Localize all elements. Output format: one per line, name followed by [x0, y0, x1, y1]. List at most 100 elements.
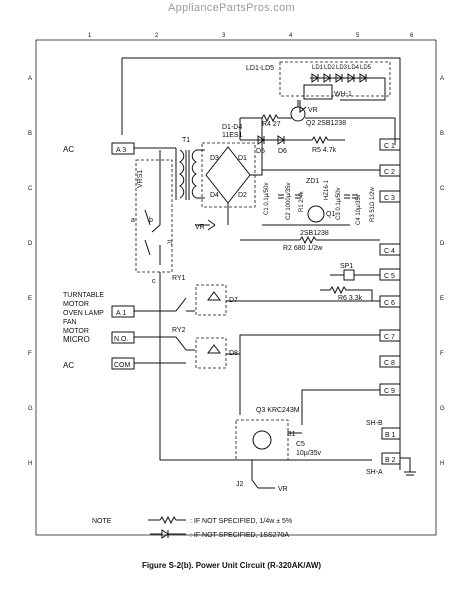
- r2-label: R2 680 1/2w: [283, 245, 323, 252]
- zd1-label: ZD1: [306, 178, 319, 185]
- led1-icon: [311, 73, 319, 83]
- terminal-b2-label: B 2: [385, 457, 396, 464]
- terminal-c6-label: C 6: [384, 300, 395, 307]
- vr-label-top: VR: [308, 107, 318, 114]
- terminal-a1-label-3: OVEN LAMP: [63, 310, 104, 317]
- terminal-a3-label: AC: [63, 145, 74, 154]
- c5-value: 10µ/35v: [296, 450, 322, 457]
- led3-icon: [335, 73, 343, 83]
- sh-b-label: SH-B: [366, 420, 383, 427]
- switch-b-label: b: [149, 217, 153, 224]
- bridge-label: D1-D4: [222, 124, 242, 131]
- note-line-1: : IF NOT SPECIFIED, 1/4w ± 5%: [190, 518, 292, 525]
- ry2-contact: [134, 336, 195, 364]
- ruler-letter-h-right: H: [440, 461, 444, 467]
- rail-wires: [262, 169, 380, 226]
- terminal-c1-label: C 1: [384, 143, 395, 150]
- j2-wires: [251, 460, 275, 489]
- led-bank: LD1-LD5 LD1 LD2 LD3 LD4 LD5 WH-1 VR: [246, 61, 391, 114]
- terminal-a1-label-2: MOTOR: [63, 301, 89, 308]
- q1-label: Q1: [326, 211, 335, 218]
- left-terminals: A 3 AC A 1 TURNTABLE MOTOR OVEN LAMP FAN…: [63, 142, 135, 370]
- terminal-a1-label-5: MOTOR: [63, 328, 89, 335]
- ruler-letter-f: F: [28, 351, 32, 357]
- ruler-letter-g-right: G: [440, 406, 445, 412]
- q3-transistor-icon: [252, 430, 272, 450]
- figure-caption: Figure S-2(b). Power Unit Circuit (R-320…: [142, 561, 321, 570]
- led-panel-outline: [279, 61, 391, 97]
- terminal-c3-label: C 3: [384, 195, 395, 202]
- led4-icon: [347, 73, 355, 83]
- ruler-letter-b-right: B: [440, 131, 444, 137]
- connector-wh1: [303, 84, 333, 100]
- terminal-c8-label: C 8: [384, 360, 395, 367]
- d1-label: D1: [238, 155, 247, 162]
- r2-resistor: [240, 235, 380, 245]
- c4-label: C4 10µ/35v: [356, 194, 362, 225]
- ry1-label: RY1: [172, 275, 186, 282]
- sp1-r6-block: SP1 R6 3.3k: [320, 263, 380, 302]
- transformer-t1: T1: [134, 137, 205, 200]
- r6-resistor: [320, 285, 380, 302]
- terminal-no-label: MICRO: [63, 335, 90, 344]
- relay-wires: [226, 300, 380, 415]
- led5-icon: [359, 73, 367, 83]
- q2-transistor-icon: [290, 106, 306, 122]
- terminal-a1-id: A 1: [116, 310, 126, 317]
- ruler-letter-e-right: E: [440, 296, 444, 302]
- j1-label: J1: [168, 238, 174, 245]
- terminal-c4-label: C 4: [384, 248, 395, 255]
- led-label-2: LD2: [324, 65, 336, 71]
- led-label-5: LD5: [360, 65, 372, 71]
- r6-label: R6 3.3k: [338, 295, 363, 302]
- d3-label: D3: [210, 155, 219, 162]
- switch-c-label: c: [152, 278, 156, 285]
- vrs1-bottom-wire: [159, 272, 372, 461]
- terminal-com-label: AC: [63, 361, 74, 370]
- q3-wires: [288, 389, 380, 434]
- bridge-outputs: [227, 118, 263, 225]
- led-label-3: LD3: [336, 65, 348, 71]
- ruler-letter-h: H: [28, 461, 32, 467]
- d7-diode-icon: [207, 291, 221, 301]
- vrs1-wires: [151, 150, 161, 265]
- vr-lead: [299, 100, 307, 114]
- sp1-label: SP1: [340, 263, 353, 270]
- c1-label: C1 0.1µ/50v: [264, 183, 270, 215]
- ry2-coil-outline: [195, 337, 227, 369]
- ruler-num-2: 2: [155, 33, 159, 39]
- c5-label: C5: [296, 441, 305, 448]
- c3-label: C3 0.1µ/50v: [336, 188, 342, 220]
- note-line-2: : IF NOT SPECIFIED, 1SS270A: [190, 532, 289, 539]
- ground-icon: [400, 457, 416, 476]
- bridge-rectifier: D1-D4 11ES1 D3 D1 D4 D2: [201, 118, 263, 225]
- led2-icon: [323, 73, 331, 83]
- r5-resistor: [300, 135, 345, 145]
- t1-secondary-coil: [191, 149, 197, 199]
- r4-label: R4 27: [262, 121, 281, 128]
- right-terminals: C 1 C 2 C 3 C 4 C 5 C 6 C 7 C 8 C 9 B 1 …: [379, 138, 401, 465]
- d4-label: D4: [210, 192, 219, 199]
- q3-b1-label: B1: [287, 431, 296, 438]
- d5-d6-wire: [239, 118, 300, 141]
- terminal-c4: [379, 243, 401, 256]
- led-diodes: [311, 73, 367, 83]
- q1-transistor-icon: [307, 205, 325, 223]
- terminal-a1-label-1: TURNTABLE: [63, 292, 104, 299]
- ruler-letter-d-right: D: [440, 241, 445, 247]
- ruler-num-6: 6: [410, 33, 414, 39]
- bridge-label-2: 11ES1: [222, 132, 243, 139]
- r5-label: R5 4.7k: [312, 147, 337, 154]
- vrs1-label: VRS1: [137, 170, 144, 188]
- capacitor-plates: [278, 194, 358, 199]
- t1-primary-coil: [179, 149, 185, 199]
- terminal-c3: [379, 190, 401, 203]
- r4-resistor: [240, 113, 292, 123]
- vrs1-switch-block: VRS1 a b c J1: [131, 150, 372, 461]
- d8-diode-icon: [207, 344, 221, 354]
- terminal-c9-label: C 9: [384, 388, 395, 395]
- vr-mid-arrow: [195, 219, 216, 231]
- ruler-letter-c-right: C: [440, 186, 445, 192]
- ry1-coil-outline: [195, 284, 227, 316]
